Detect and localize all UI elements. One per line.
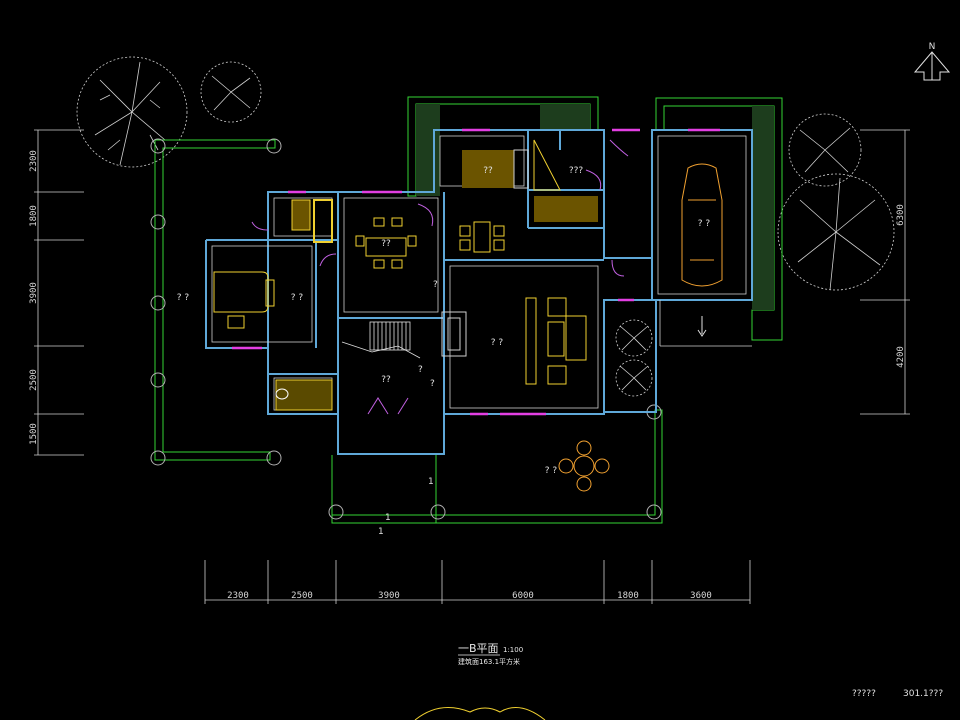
- tree-icon: [200, 61, 262, 123]
- staircase: [341, 321, 421, 359]
- dim-label: 2500: [291, 591, 313, 601]
- dim-label: 1500: [29, 423, 39, 445]
- door-swings: [251, 139, 629, 415]
- room-label-hall: ??: [381, 375, 391, 385]
- mark-label: ?: [433, 280, 438, 290]
- dining-table: [355, 217, 417, 269]
- kitchen-area: [462, 139, 598, 222]
- dimension-text-right: 6300 4200: [896, 204, 906, 368]
- breakfast-table: [459, 221, 505, 253]
- ornament-icon: [414, 707, 546, 720]
- mark-label: 1: [385, 513, 391, 523]
- dim-label: 1800: [617, 591, 639, 601]
- tree-icon: [777, 173, 895, 291]
- dim-label: 3900: [29, 282, 39, 304]
- dim-label: 6300: [896, 204, 906, 226]
- mark-label: ?: [430, 379, 435, 389]
- room-label-kitchen: ??: [483, 166, 493, 176]
- room-label-front-terrace: ? ?: [545, 466, 558, 476]
- room-label-left-terrace: ? ?: [177, 293, 190, 303]
- sofa-set: [525, 297, 587, 385]
- dim-label: 2300: [29, 150, 39, 172]
- tree-icon: [788, 113, 862, 187]
- patio-set: [558, 440, 610, 492]
- dim-label: 3900: [378, 591, 400, 601]
- drawing-title: 一B平面: [458, 642, 499, 655]
- footer-value: 301.1???: [903, 689, 943, 699]
- tree-icon: [76, 56, 188, 168]
- room-labels: ? ? ? ? ?? ?? ??? ? ? ?? ? ? ? ? ? ? ? 1…: [177, 166, 711, 537]
- footer-label: ?????: [852, 689, 876, 699]
- planter-posts: [150, 138, 662, 520]
- room-label-dining: ??: [381, 239, 391, 249]
- window-openings: [232, 128, 720, 416]
- room-label-garage: ? ?: [698, 219, 711, 229]
- dim-label: 3600: [690, 591, 712, 601]
- arrow-down-icon: [697, 316, 707, 337]
- mark-label: 1: [428, 477, 434, 487]
- car: [681, 163, 723, 287]
- garage-walls: [603, 129, 753, 413]
- bed: [213, 271, 275, 329]
- room-label-bedroom: ? ?: [291, 293, 304, 303]
- dim-label: 2300: [227, 591, 249, 601]
- drawing-scale: 1:100: [503, 646, 523, 654]
- bathroom-fixtures: [275, 199, 333, 411]
- dim-label: 1800: [29, 205, 39, 227]
- north-arrow-icon: [913, 51, 951, 81]
- mark-label: ?: [418, 365, 423, 375]
- dim-label: 6000: [512, 591, 534, 601]
- north-label: N: [929, 42, 936, 52]
- shrub-icon: [615, 319, 653, 397]
- dimension-text-left: 2300 1800 3900 2500 1500: [29, 150, 39, 445]
- room-label-laundry: ???: [569, 166, 584, 176]
- dimension-text-bottom: 2300 2500 3900 6000 1800 3600: [227, 591, 712, 601]
- room-label-living: ? ?: [491, 338, 504, 348]
- drawing-subtitle: 建筑面163.1平方米: [458, 657, 520, 666]
- fireplace: [441, 311, 467, 357]
- dim-label: 2500: [29, 369, 39, 391]
- mark-label: 1: [378, 527, 384, 537]
- dim-label: 4200: [896, 346, 906, 368]
- dimension-lines: [34, 129, 910, 604]
